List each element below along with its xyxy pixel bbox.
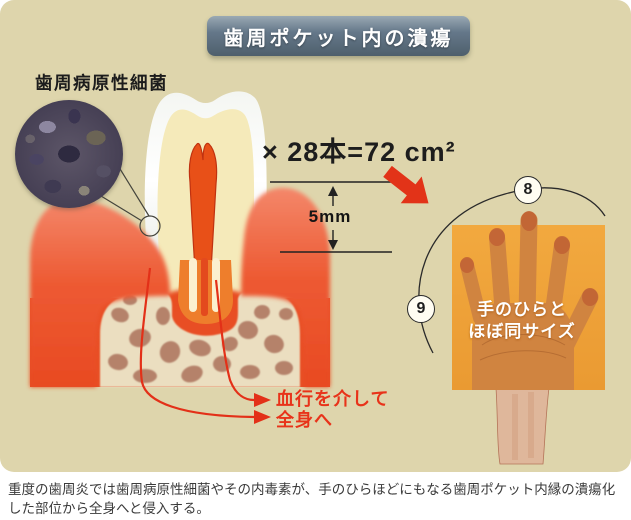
vessel-note-line1: 血行を介して [276,389,390,409]
annotation-badge-9: 9 [407,295,435,323]
hand-sketch [460,211,599,465]
caption: 重度の歯周炎では歯周病原性細菌やその内毒素が、手のひらほどにもなる歯周ポケット内… [8,481,626,519]
vessel-note-line2: 全身へ [276,410,333,430]
alveolar-bone [100,290,300,387]
title-text: 歯周ポケット内の潰瘍 [223,27,454,50]
finger-middle [518,211,538,324]
tooth-illustration [30,91,606,465]
gum-right [241,187,330,387]
red-arrow-icon [383,165,429,204]
wrist [495,387,550,465]
bacteria-micrograph [15,100,123,208]
vessel-arrowhead-upper-icon [254,393,271,407]
pocket-depth-label: 5mm [308,207,352,226]
finger-pinky [460,258,487,325]
caption-text: 重度の歯周炎では歯周病原性細菌やその内毒素が、手のひらほどにもなる歯周ポケット内… [8,482,616,516]
hand-size-label-line1: 手のひらと [477,300,567,319]
measure-arrow-down-icon [328,240,338,250]
root-tip [178,258,233,324]
blood-vessel-line-lower [139,267,255,419]
vessel-arrowhead-lower-icon [254,410,271,424]
gum-left [30,198,170,387]
annotation-badge-8: 8 [514,176,542,204]
vessel-note: 血行を介して 全身へ [276,389,389,431]
surface-area-formula: × 28本=72 cm² [262,137,456,167]
bacteria-label: 歯周病原性細菌 [35,73,168,93]
hand-size-label-line2: ほぼ同サイズ [468,322,576,341]
blood-vessel-line-upper [214,279,255,402]
finger-index [544,237,570,326]
illustration-panel: 歯周ポケット内の潰瘍 歯周病原性細菌 × 28本=72 cm² 5mm 血行を介… [0,0,631,472]
bacteria-callout [100,163,161,237]
finger-ring [489,229,511,323]
blood-vessels [139,267,255,419]
pocket-depth-measure [270,181,392,253]
bone-holes [108,295,293,383]
measure-arrow-up-icon [328,186,338,196]
title-banner: 歯周ポケット内の潰瘍 [207,16,470,56]
pocket-callout-circle [139,215,161,237]
hand-size-label: 手のひらと ほぼ同サイズ [447,299,597,343]
thumb [557,288,599,354]
